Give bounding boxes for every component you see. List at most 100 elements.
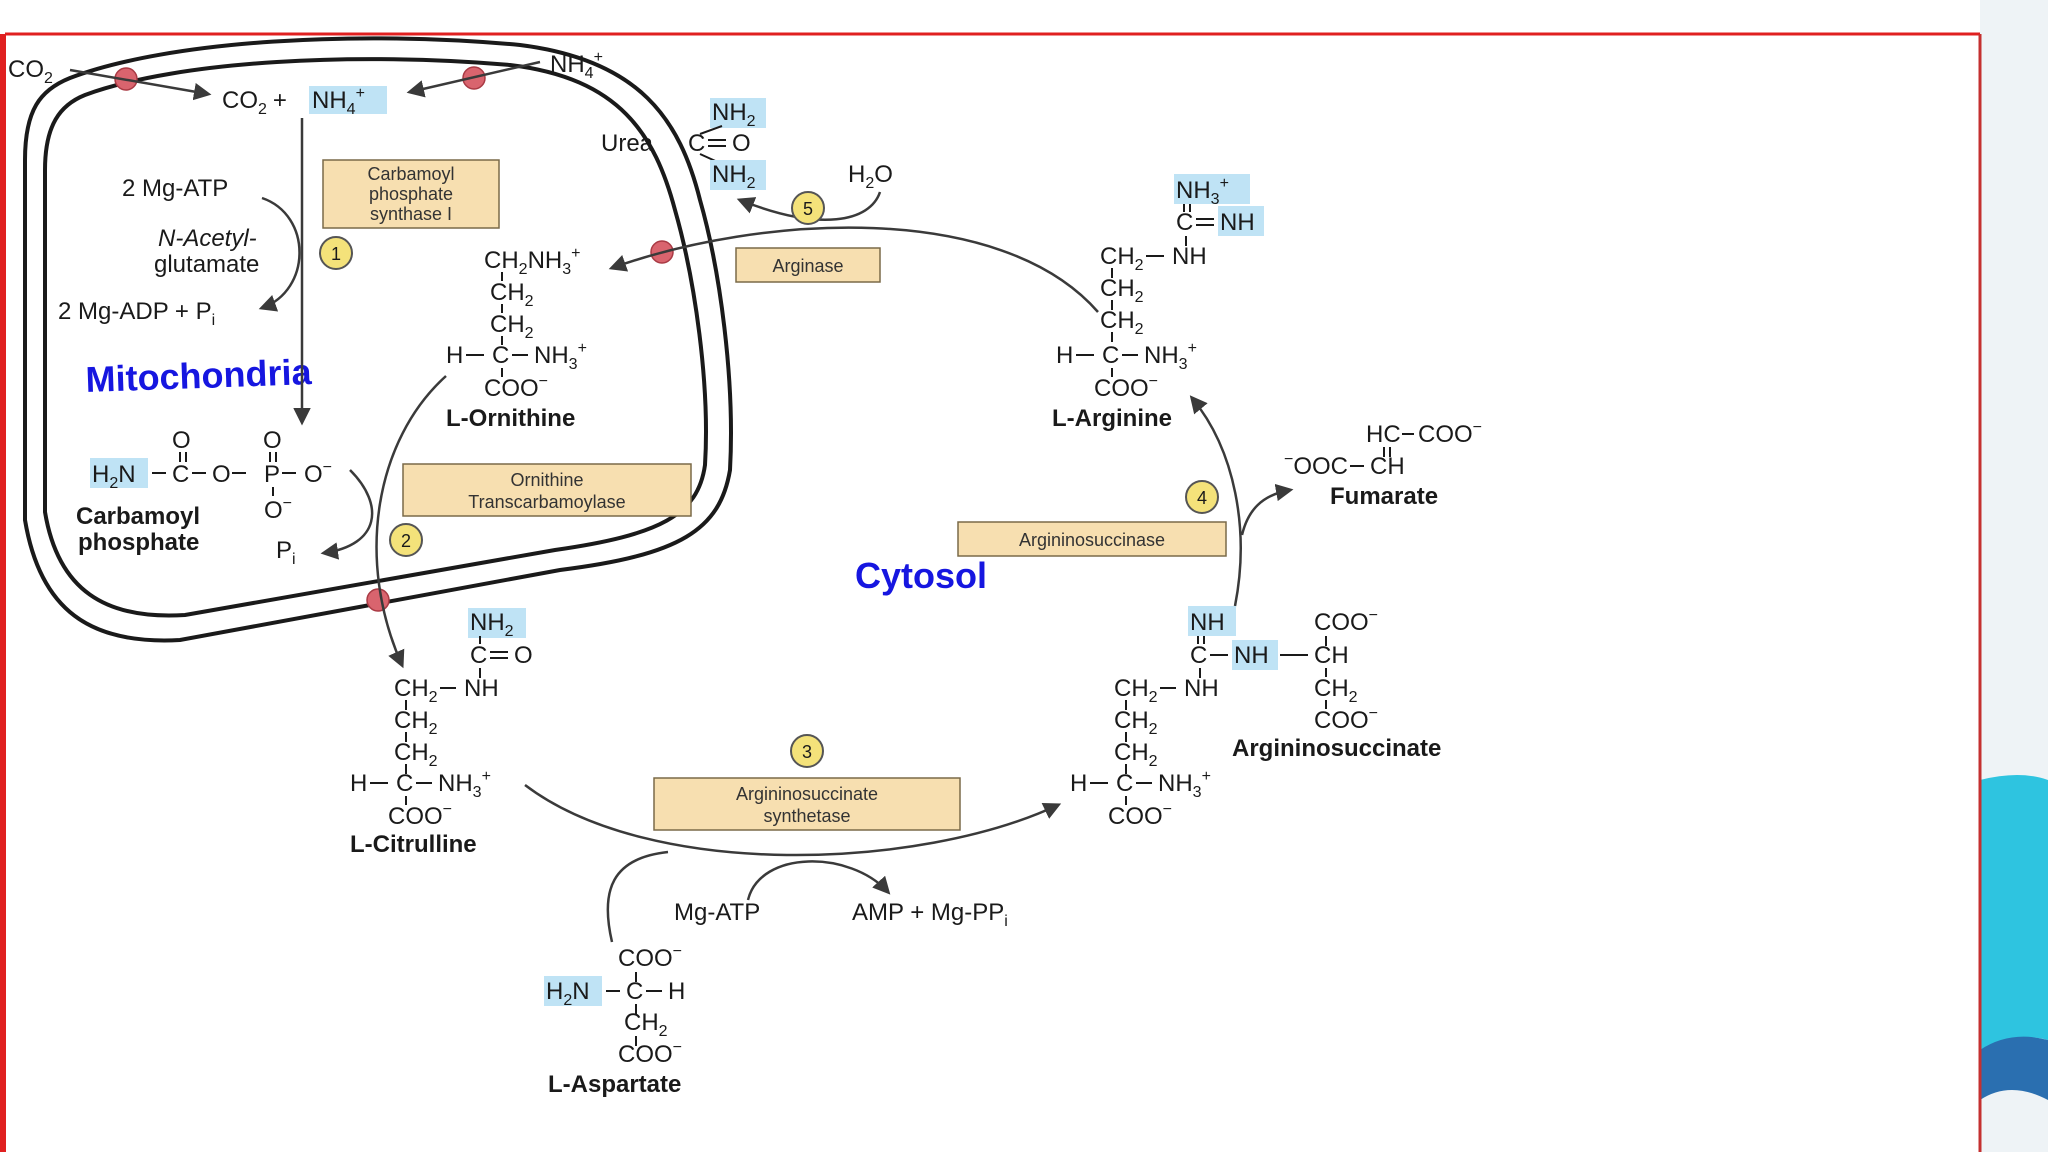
svg-text:NH: NH	[464, 675, 499, 702]
svg-text:CH2: CH2	[490, 311, 534, 342]
co2-import-arrow	[69, 68, 212, 101]
svg-text:C: C	[1116, 770, 1133, 797]
svg-text:H: H	[1056, 342, 1073, 369]
svg-text:O−: O−	[304, 459, 332, 488]
aspartate-label: L-Aspartate	[548, 1071, 681, 1098]
n-acetylglutamate-line-2: glutamate	[154, 251, 259, 278]
nh4-substrate: NH4+	[312, 85, 365, 118]
arginase-enzyme-label: Arginase	[772, 256, 843, 276]
svg-text:O: O	[514, 642, 533, 669]
svg-text:CH2: CH2	[394, 707, 438, 738]
svg-text:CH2: CH2	[1114, 707, 1158, 738]
svg-text:C: C	[470, 642, 487, 669]
adp-output-step1: 2 Mg-ADP + Pi	[58, 298, 215, 329]
atp-input-step1: 2 Mg-ATP	[122, 175, 228, 202]
svg-text:CH2: CH2	[394, 675, 438, 706]
svg-text:O: O	[212, 461, 231, 488]
cps1-enzyme-label-3: synthase I	[370, 204, 452, 224]
step2-number-badge	[389, 523, 423, 557]
argininosuccinate-structure: NH C NH COO− CH CH2 COO− CH2 NH CH2 CH2 …	[1070, 606, 1378, 830]
argininosuccinate-to-arginine-arrow	[1189, 395, 1242, 607]
svg-text:NH2: NH2	[470, 609, 514, 640]
mitochondria-label: Mitochondria	[85, 351, 313, 400]
ornithine-to-citrulline-arrow	[375, 375, 447, 669]
svg-text:HC: HC	[1366, 421, 1401, 448]
ass-enzyme-box	[653, 777, 961, 831]
amp-output-step3: AMP + Mg-PPi	[852, 899, 1008, 930]
co2-substrate: CO2+	[222, 87, 287, 118]
cps1-enzyme-label-2: phosphate	[369, 184, 453, 204]
svg-text:H: H	[668, 978, 685, 1005]
svg-text:NH3+: NH3+	[1144, 340, 1197, 373]
svg-text:C: C	[172, 461, 189, 488]
otc-enzyme-box	[402, 463, 692, 517]
step1-number-badge	[319, 236, 353, 270]
svg-text:CH2: CH2	[1314, 675, 1358, 706]
argininosuccinase-enzyme-box	[957, 521, 1227, 557]
svg-text:H2N: H2N	[546, 978, 590, 1009]
svg-text:CH2: CH2	[394, 739, 438, 770]
mitochondria-outer-membrane	[23, 36, 733, 643]
nh4-import-arrow	[406, 60, 541, 98]
otc-enzyme-label-2: Transcarbamoylase	[468, 492, 625, 512]
slide-decoration	[1980, 0, 2048, 1152]
svg-text:COO−: COO−	[1314, 705, 1378, 734]
water-input-step5: H2O	[848, 161, 893, 192]
cps1-enzyme-box	[322, 159, 500, 229]
svg-text:COO−: COO−	[1108, 801, 1172, 830]
step5-number-badge	[791, 191, 825, 225]
step1-number: 1	[331, 244, 341, 264]
svg-text:COO−: COO−	[388, 801, 452, 830]
svg-text:H: H	[1070, 770, 1087, 797]
svg-text:C: C	[1102, 342, 1119, 369]
arginine-structure: NH3+ C NH CH2 NH CH2 CH2 H C NH3+ COO−	[1056, 174, 1264, 402]
arginine-label: L-Arginine	[1052, 405, 1172, 432]
fumarate-release-arrow	[1240, 483, 1294, 536]
carbamoyl-phosphate-label-2: phosphate	[78, 529, 199, 556]
fumarate-label: Fumarate	[1330, 483, 1438, 510]
svg-text:C: C	[1190, 642, 1207, 669]
svg-text:O: O	[172, 427, 191, 454]
svg-text:H: H	[350, 770, 367, 797]
svg-text:O: O	[732, 130, 751, 157]
svg-text:CH2: CH2	[1100, 243, 1144, 274]
urea-structure: NH2 C O NH2	[688, 98, 766, 192]
svg-text:P: P	[264, 461, 280, 488]
ornithine-label: L-Ornithine	[446, 405, 575, 432]
svg-text:NH: NH	[1190, 609, 1225, 636]
transporter-citrulline	[366, 588, 390, 612]
n-acetylglutamate-line-1: N-Acetyl-	[158, 225, 257, 252]
step4-number: 4	[1197, 488, 1207, 508]
carbamoyl-phosphate-label-1: Carbamoyl	[76, 503, 200, 530]
water-consume-arrow	[736, 191, 882, 221]
nh4-outside: NH4+	[550, 49, 603, 82]
step3-number-badge	[790, 734, 824, 768]
urea-label: Urea	[601, 130, 654, 157]
svg-text:CH2NH3+: CH2NH3+	[484, 245, 581, 278]
citrulline-structure: NH2 C O CH2 NH CH2 CH2 H C NH3+ COO−	[350, 608, 533, 830]
svg-text:C: C	[396, 770, 413, 797]
svg-text:COO−: COO−	[1418, 419, 1482, 448]
cytosol-label: Cytosol	[855, 555, 987, 596]
step5-number: 5	[803, 199, 813, 219]
svg-text:CH: CH	[1314, 642, 1349, 669]
svg-text:COO−: COO−	[618, 943, 682, 972]
svg-text:CH2: CH2	[624, 1009, 668, 1040]
citrulline-label: L-Citrulline	[350, 831, 477, 858]
svg-text:H: H	[446, 342, 463, 369]
svg-text:CH2: CH2	[490, 279, 534, 310]
carbamoyl-phosphate-structure: H2N C O O P O O− O−	[90, 427, 332, 524]
svg-text:COO−: COO−	[484, 373, 548, 402]
svg-text:NH: NH	[1220, 209, 1255, 236]
atp-input-step3: Mg-ATP	[674, 899, 760, 926]
svg-text:C: C	[688, 130, 705, 157]
svg-text:NH3+: NH3+	[534, 340, 587, 373]
mitochondria-inner-membrane	[43, 57, 708, 618]
pi-output-step2: Pi	[276, 537, 296, 568]
step3-number: 3	[802, 742, 812, 762]
citrulline-to-argininosuccinate-arrow	[524, 784, 1062, 857]
svg-text:−OOC: −OOC	[1284, 451, 1348, 480]
svg-text:O−: O−	[264, 495, 292, 524]
otc-enzyme-label-1: Ornithine	[510, 470, 583, 490]
